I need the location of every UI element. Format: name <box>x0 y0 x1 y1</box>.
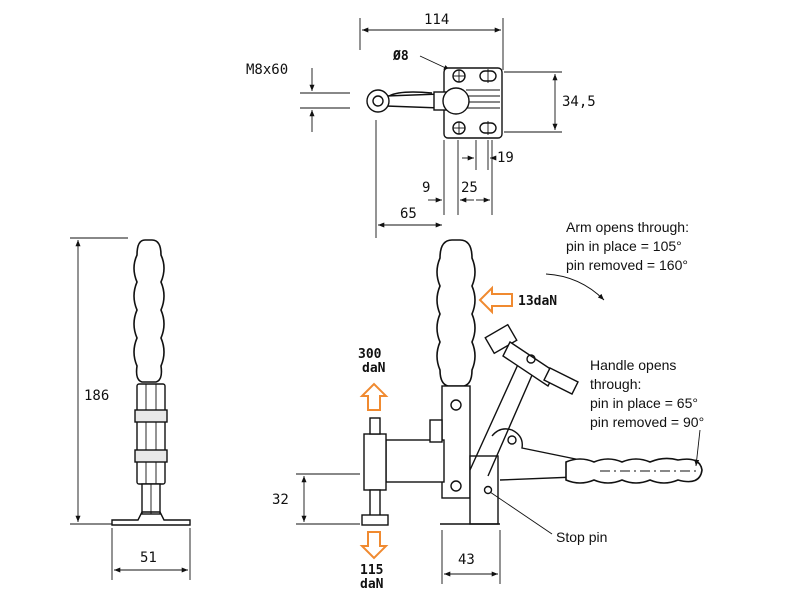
release-force-unit: daN <box>360 577 384 592</box>
release-force-arrow <box>359 531 389 560</box>
dim-34-5: 34,5 <box>562 94 596 110</box>
handle-force-label: 13daN <box>518 294 557 309</box>
dim-51: 51 <box>140 550 157 566</box>
dim-186: 186 <box>84 388 109 404</box>
handle-note-line3: pin in place = 65° <box>590 395 698 411</box>
dim-65: 65 <box>400 206 417 222</box>
dim-43: 43 <box>458 552 475 568</box>
holding-force-arrow <box>359 382 389 411</box>
dim-bolt: M8x60 <box>246 62 288 78</box>
handle-note-line4: pin removed = 90° <box>590 414 704 430</box>
dim-9: 9 <box>422 180 430 196</box>
arm-note-line2: pin in place = 105° <box>566 238 682 254</box>
stop-pin-label: Stop pin <box>556 529 607 545</box>
dim-hole-diameter: Ø8 <box>392 49 409 64</box>
side-view: 186 51 <box>70 237 191 580</box>
arm-note-line3: pin removed = 160° <box>566 257 688 273</box>
release-force-value: 115 <box>360 563 383 578</box>
dim-19: 19 <box>497 150 514 166</box>
holding-force-unit: daN <box>362 361 386 376</box>
arm-note-line1: Arm opens through: <box>566 219 689 235</box>
dim-32: 32 <box>272 492 289 508</box>
notes: Arm opens through: pin in place = 105° p… <box>556 219 704 545</box>
dim-114: 114 <box>424 12 449 28</box>
handle-note-line1: Handle opens <box>590 357 676 373</box>
handle-note-line2: through: <box>590 376 641 392</box>
holding-force-value: 300 <box>358 347 382 362</box>
front-view: 32 43 300 daN 115 daN 13daN <box>272 239 703 592</box>
top-view: 114 Ø8 M8x60 34,5 <box>246 12 596 238</box>
dim-25: 25 <box>461 180 478 196</box>
handle-force-arrow <box>478 285 513 315</box>
